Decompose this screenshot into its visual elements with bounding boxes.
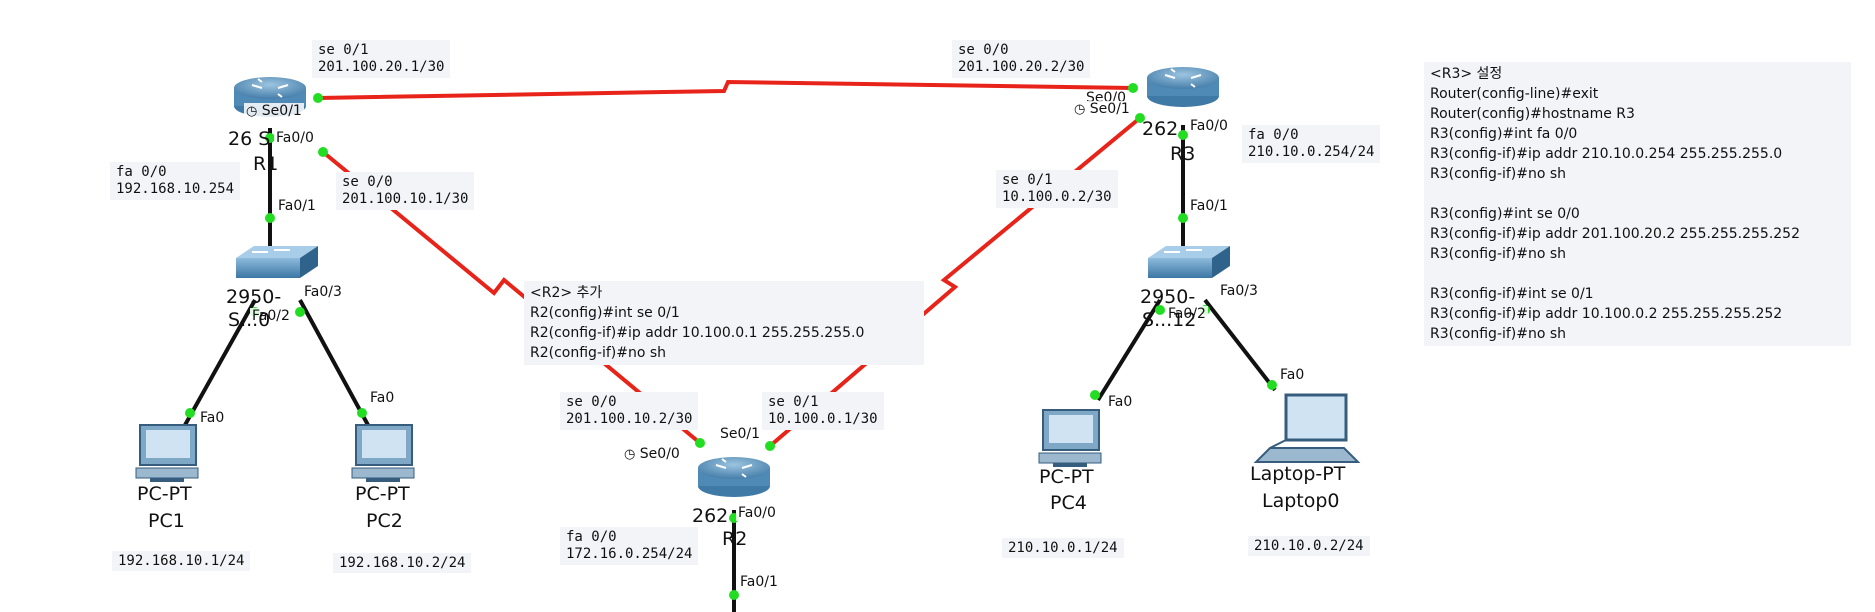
port-dot [295, 307, 305, 317]
r1-se01-note: se 0/1 201.100.20.1/30 [312, 40, 451, 78]
ethernet-link-s2-pc4 [1096, 298, 1162, 402]
r3-config-note: <R3> 설정 Router(config-line)#exit Router(… [1424, 62, 1851, 346]
r2-fa01-port-label: Fa0/1 [738, 574, 780, 590]
r3-se00-note: se 0/0 201.100.20.2/30 [952, 40, 1091, 78]
s2-fa03-port-label: Fa0/3 [1218, 283, 1260, 299]
s1-model-label: 2950- [226, 286, 282, 308]
port-dot [729, 590, 739, 600]
pc2-fa0-port-label: Fa0 [368, 390, 397, 406]
port-dot [1267, 380, 1277, 390]
s1-fa03-port-label: Fa0/3 [302, 284, 344, 300]
port-dot [265, 213, 275, 223]
pc2-icon[interactable] [351, 424, 415, 482]
r2-fa00-port-label: Fa0/0 [736, 505, 778, 521]
port-dot [1155, 305, 1165, 315]
r2-model-label: 262 [692, 505, 729, 527]
s2-name-label: S...12 [1142, 309, 1197, 331]
clock-icon: ◷ [246, 104, 258, 119]
pc4-name-label: PC4 [1050, 492, 1087, 514]
s1-fa01-port-label: Fa0/1 [276, 198, 318, 214]
port-dot [1178, 213, 1188, 223]
clock-icon: ◷ [624, 447, 636, 462]
r3-se01-note: se 0/1 10.100.0.2/30 [996, 170, 1118, 208]
port-dot [318, 147, 328, 157]
r2-se00-port-label: ◷ Se0/0 [622, 446, 682, 463]
pc1-model-label: PC-PT [137, 483, 192, 505]
pc2-ip-note: 192.168.10.2/24 [333, 553, 472, 573]
ethernet-link-s1-pc1 [183, 299, 257, 426]
pc4-icon[interactable] [1038, 409, 1102, 467]
r3-model-label: 262 [1142, 118, 1179, 140]
port-dot [695, 438, 705, 448]
laptop0-ip-note: 210.10.0.2/24 [1248, 536, 1370, 556]
pc2-model-label: PC-PT [355, 483, 410, 505]
s1-fa02-port-label: Fa0/2 [250, 308, 292, 324]
r1-fa00-note: fa 0/0 192.168.10.254 [110, 162, 241, 200]
router-r2-icon[interactable] [698, 457, 770, 497]
r3-se01-port-label: ◷ Se0/1 [1072, 101, 1132, 118]
switch-s1-icon[interactable] [236, 246, 318, 278]
pc4-fa0-port-label: Fa0 [1106, 394, 1135, 410]
serial-link-r1-r3[interactable] [317, 79, 1134, 100]
ethernet-link-s2-laptop0 [1203, 298, 1277, 392]
ethernet-link-s1-pc2 [298, 299, 370, 426]
r2-se01-note: se 0/1 10.100.0.1/30 [762, 392, 884, 430]
pc1-ip-note: 192.168.10.1/24 [112, 551, 251, 571]
s2-fa01-port-label: Fa0/1 [1188, 198, 1230, 214]
clock-icon: ◷ [1074, 102, 1086, 117]
r2-fa00-note: fa 0/0 172.16.0.254/24 [560, 527, 699, 565]
s1-name-label: S...0 [228, 309, 271, 331]
pc1-fa0-port-label: Fa0 [198, 410, 227, 426]
port-dot [1128, 83, 1138, 93]
port-dot [313, 93, 323, 103]
r1-model-label: 26 S [228, 128, 271, 150]
laptop0-model-label: Laptop-PT [1250, 463, 1346, 485]
r2-se00-note: se 0/0 201.100.10.2/30 [560, 392, 699, 430]
laptop0-icon[interactable] [1253, 393, 1361, 463]
port-dot [357, 408, 367, 418]
r2-config-note: <R2> 추가 R2(config)#int se 0/1 R2(config-… [524, 281, 924, 365]
port-dot [265, 133, 275, 143]
laptop0-name-label: Laptop0 [1262, 490, 1340, 512]
r3-fa00-note: fa 0/0 210.10.0.254/24 [1242, 125, 1381, 163]
s2-fa02-port-label: Fa0/2 [1166, 306, 1208, 322]
port-dot [1135, 113, 1145, 123]
pc4-model-label: PC-PT [1039, 466, 1094, 488]
port-dot [765, 441, 775, 451]
s2-model-label: 2950- [1140, 286, 1196, 308]
pc1-name-label: PC1 [148, 510, 185, 532]
r1-name-label: R1 [253, 153, 279, 175]
port-dot [1178, 130, 1188, 140]
r1-se01-port-label: ◷ Se0/1 [244, 103, 304, 120]
pc1-icon[interactable] [135, 424, 199, 482]
r3-fa00-port-label: Fa0/0 [1188, 118, 1230, 134]
laptop0-fa0-port-label: Fa0 [1278, 367, 1307, 383]
r2-name-label: R2 [722, 528, 748, 550]
pc4-ip-note: 210.10.0.1/24 [1002, 538, 1124, 558]
r3-name-label: R3 [1170, 143, 1196, 165]
pc2-name-label: PC2 [366, 510, 403, 532]
port-dot [185, 408, 195, 418]
switch-s2-icon[interactable] [1148, 246, 1230, 278]
router-r3-icon[interactable] [1147, 67, 1219, 107]
r2-se01-port-label: Se0/1 [718, 426, 763, 442]
port-dot [1090, 390, 1100, 400]
r1-fa00-port-label: Fa0/0 [274, 130, 316, 146]
r1-se00-note: se 0/0 201.100.10.1/30 [336, 172, 475, 210]
